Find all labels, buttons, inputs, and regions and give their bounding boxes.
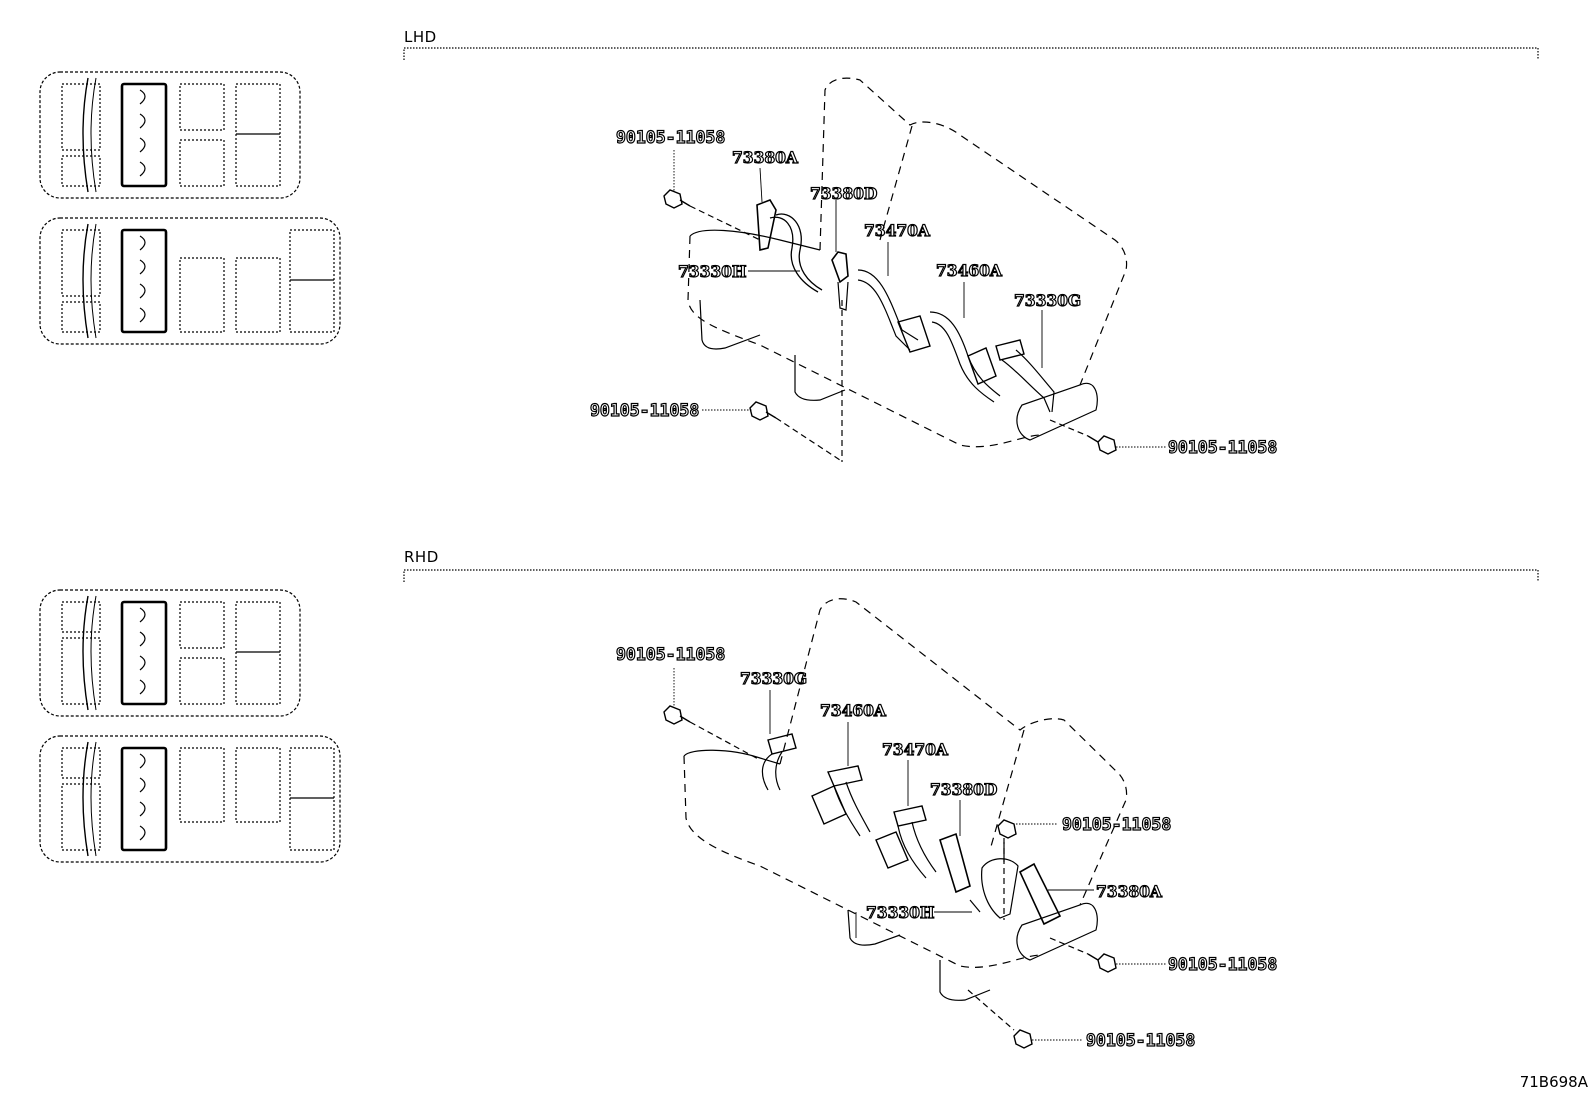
- rhd-label-73330G: 73330G: [740, 669, 807, 688]
- vehicle-layout-lhd-2: [39, 217, 341, 345]
- lhd-label-bolt-bottom: 90105-11058: [590, 401, 699, 420]
- lhd-label-bolt-right: 90105-11058: [1168, 438, 1277, 457]
- lhd-belt-73460A: [929, 311, 1001, 403]
- rhd-belt-73470A: [875, 805, 937, 879]
- lhd-label-73330G: 73330G: [1014, 291, 1081, 310]
- rhd-belt-73460A: [811, 765, 871, 837]
- lhd-belt-73380A: [756, 199, 823, 293]
- lhd-rear-seat: [687, 77, 1128, 448]
- rhd-label-73330H: 73330H: [866, 903, 935, 922]
- lhd-dashed-guides: [689, 205, 1089, 462]
- lhd-label-73330H: 73330H: [678, 262, 747, 281]
- lhd-leaders: [673, 150, 1166, 448]
- lhd-label-73470A: 73470A: [864, 221, 931, 240]
- rhd-belt-73380A: [981, 842, 1062, 926]
- rhd-rear-seat: [683, 598, 1128, 1001]
- lhd-label-73380A: 73380A: [732, 148, 799, 167]
- rhd-label-bolt-mid: 90105-11058: [1062, 815, 1171, 834]
- rhd-label-73380A: 73380A: [1096, 882, 1163, 901]
- vehicle-layout-lhd-1: [39, 71, 301, 199]
- rhd-belt-73330G: [761, 733, 797, 791]
- vehicle-layout-rhd-1: [39, 589, 301, 717]
- rhd-bolt-right: [1087, 953, 1117, 973]
- rhd-bracket-line: [403, 569, 1539, 582]
- rhd-label-73470A: 73470A: [882, 740, 949, 759]
- rhd-label-bolt-top: 90105-11058: [616, 645, 725, 664]
- rhd-bolt-mid: [997, 819, 1017, 839]
- rhd-bolt-bottom: [1013, 1029, 1033, 1049]
- rhd-bolt-top: [663, 705, 691, 725]
- lhd-section-title: LHD: [404, 28, 437, 46]
- lhd-labels: 90105-11058 73380A 73380D 73470A 73330H …: [589, 127, 1277, 457]
- drawing-code: 71B698A: [1519, 1073, 1588, 1091]
- rhd-label-bolt-bottom: 90105-11058: [1086, 1031, 1195, 1050]
- lhd-bolt-top: [663, 189, 691, 209]
- lhd-label-73380D: 73380D: [810, 184, 877, 203]
- rhd-belt-73330H: [969, 899, 981, 913]
- rhd-label-bolt-right: 90105-11058: [1168, 955, 1277, 974]
- lhd-bolt-bottom: [749, 401, 777, 421]
- lhd-label-bolt-top: 90105-11058: [616, 128, 725, 147]
- rhd-label-73380D: 73380D: [930, 780, 997, 799]
- lhd-bolt-right: [1087, 435, 1117, 455]
- rhd-leaders: [673, 668, 1166, 1041]
- rhd-belt-73380D: [939, 832, 971, 894]
- lhd-bracket-line: [403, 47, 1539, 60]
- rhd-labels: 90105-11058 73330G 73460A 73470A 73380D …: [615, 644, 1277, 1050]
- rhd-label-73460A: 73460A: [820, 701, 887, 720]
- lhd-belt-73470A: [857, 269, 931, 353]
- lhd-belt-73380D: [831, 251, 849, 311]
- vehicle-layout-rhd-2: [39, 735, 341, 863]
- rhd-dashed-guides: [689, 721, 1089, 1031]
- lhd-label-73460A: 73460A: [936, 261, 1003, 280]
- rhd-section-title: RHD: [404, 548, 439, 566]
- lhd-belt-73330G: [995, 339, 1055, 413]
